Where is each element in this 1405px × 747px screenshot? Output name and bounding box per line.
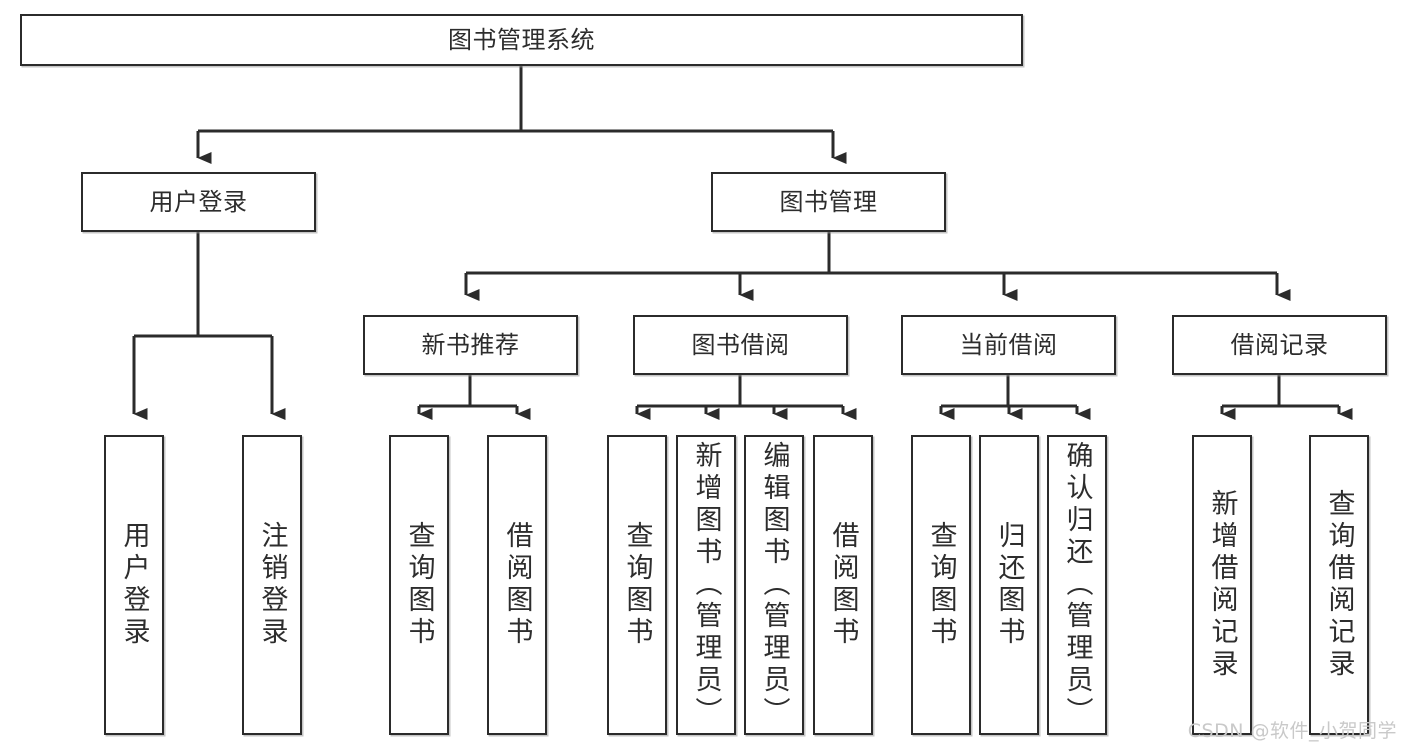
node-label: 新书推荐 bbox=[421, 330, 520, 359]
leaf-user-login[interactable]: 用户登录 bbox=[104, 435, 164, 735]
node-user-login[interactable]: 用户登录 bbox=[81, 172, 316, 232]
node-label: 用户登录 bbox=[149, 187, 248, 216]
node-label: 新增图书（管理员） bbox=[690, 441, 722, 729]
node-label: 用户登录 bbox=[118, 521, 150, 649]
node-label: 确认归还（管理员） bbox=[1061, 441, 1093, 729]
leaf-borrow-book-2[interactable]: 借阅图书 bbox=[813, 435, 873, 735]
leaf-edit-book[interactable]: 编辑图书（管理员） bbox=[744, 435, 804, 735]
node-book-borrow[interactable]: 图书借阅 bbox=[633, 315, 848, 375]
node-label: 借阅图书 bbox=[501, 521, 533, 649]
leaf-return-book[interactable]: 归还图书 bbox=[979, 435, 1039, 735]
node-new-book-recommend[interactable]: 新书推荐 bbox=[363, 315, 578, 375]
node-label: 查询图书 bbox=[925, 521, 957, 649]
node-borrow-record[interactable]: 借阅记录 bbox=[1172, 315, 1387, 375]
leaf-confirm-return[interactable]: 确认归还（管理员） bbox=[1047, 435, 1107, 735]
node-label: 编辑图书（管理员） bbox=[758, 441, 790, 729]
node-label: 图书借阅 bbox=[691, 330, 790, 359]
leaf-borrow-book-1[interactable]: 借阅图书 bbox=[487, 435, 547, 735]
node-label: 新增借阅记录 bbox=[1206, 489, 1238, 681]
node-root-system[interactable]: 图书管理系统 bbox=[20, 14, 1023, 66]
node-label: 图书管理 bbox=[779, 187, 878, 216]
leaf-logout[interactable]: 注销登录 bbox=[242, 435, 302, 735]
node-current-borrow[interactable]: 当前借阅 bbox=[901, 315, 1116, 375]
node-label: 借阅图书 bbox=[827, 521, 859, 649]
node-label: 归还图书 bbox=[993, 521, 1025, 649]
leaf-query-borrow-record[interactable]: 查询借阅记录 bbox=[1309, 435, 1369, 735]
node-label: 查询图书 bbox=[621, 521, 653, 649]
node-book-management[interactable]: 图书管理 bbox=[711, 172, 946, 232]
node-label: 当前借阅 bbox=[959, 330, 1058, 359]
node-label: 注销登录 bbox=[256, 521, 288, 649]
node-label: 借阅记录 bbox=[1230, 330, 1329, 359]
leaf-add-book[interactable]: 新增图书（管理员） bbox=[676, 435, 736, 735]
leaf-add-borrow-record[interactable]: 新增借阅记录 bbox=[1192, 435, 1252, 735]
node-label: 查询借阅记录 bbox=[1323, 489, 1355, 681]
leaf-query-book-3[interactable]: 查询图书 bbox=[911, 435, 971, 735]
node-label: 查询图书 bbox=[403, 521, 435, 649]
leaf-query-book-1[interactable]: 查询图书 bbox=[389, 435, 449, 735]
leaf-query-book-2[interactable]: 查询图书 bbox=[607, 435, 667, 735]
node-label: 图书管理系统 bbox=[448, 25, 595, 54]
